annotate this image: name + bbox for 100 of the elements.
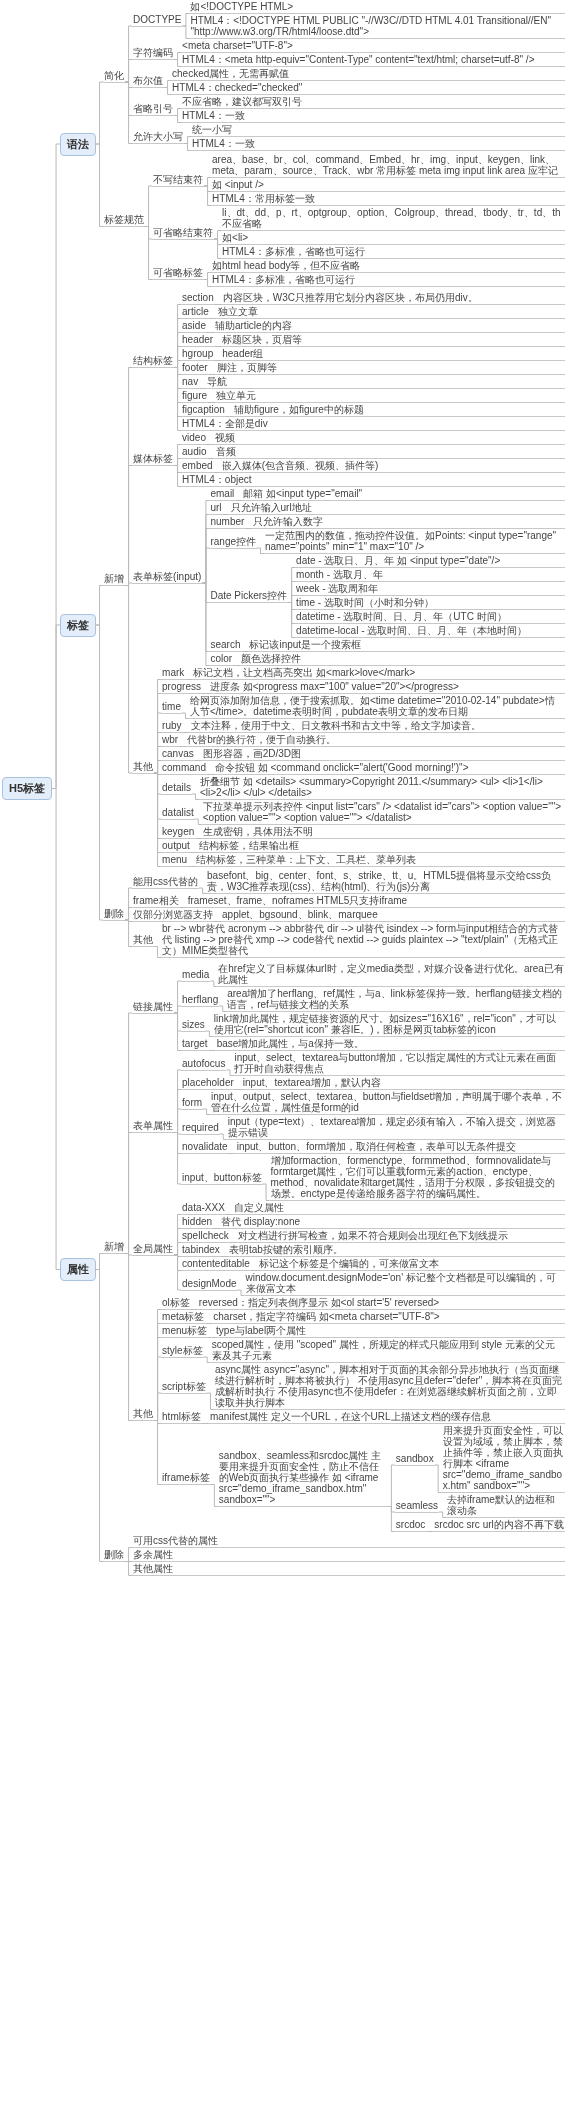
topic-label: nav [181,376,200,389]
connector-line [228,1153,237,1154]
note-text: input、select、textarea与button增加，它以指定属性的方式让元素在画面打开时自动获得焦点 [233,1052,565,1076]
topic-label: srcdoc [394,1519,427,1532]
topic-label: contenteditable [181,1258,251,1271]
note-text: 多余属性 [132,1549,565,1562]
topic-label: aside [181,320,207,333]
connector-line [182,732,190,733]
topic-label: canvas [161,748,195,761]
topic-label: novalidate [181,1141,229,1154]
connector-line [213,346,222,347]
topic-label: 标签规范 [103,214,146,227]
topic-label: hgroup [181,348,215,361]
note-text: 给网页添加附加信息，便于搜索抓取。如<time datetime="2010-02-14" pubdate>情人节</time>。datetime表明时间，pubdate表明文章的发布日期 [188,695,565,719]
connector-line [213,360,222,361]
topic-label: range控件 [209,535,257,549]
note-text: 用来提升页面安全性，可以设置为域域，禁止脚本，禁止插件等，禁止嵌入页面执行脚本 <iframe src="demo_iframe_sandbox.htm" sandbox=""> [441,1425,565,1493]
note-text: 辅助figure，如figure中的标题 [232,404,565,417]
connector-line [287,602,296,638]
connector-line [213,472,222,473]
connector-line [201,1423,210,1424]
topic-label: meta标签 [161,1311,206,1324]
connector-line [218,1005,227,1012]
note-text: 视频 [213,432,565,445]
note-text: 只允许输入url地址 [229,502,565,515]
connector-line [187,866,196,867]
topic-label: DOCTYPE [132,13,183,27]
topic-label: sandbox [394,1452,435,1466]
note-text: 如<li> [221,232,565,245]
connector-line [234,500,243,501]
note-text: 标记文档，让文档高亮突出 如<mark>love</mark> [192,667,565,680]
note-text: HTML4：<!DOCTYPE HTML PUBLIC "-//W3C//DTD HTML 4.01 Transitional//EN" "http://www.w3.org/TR/html4/loose.dtd"> [189,15,565,39]
note-text: async属性 async="async"，脚本相对于页面的其余部分异步地执行（当页面继续进行解析时，脚本将被执行） 不使用async且defer="defer"，脚本将在页面完成解析时执行 不使用async也不使用defer：在浏览器继续解析页面之前，立即读取并执行脚本 [213,1364,565,1410]
topic-label: email [209,488,236,501]
note-text: week - 选取周和年 [295,583,565,596]
topic-label: sandbox、seamless和srcdoc属性 主要用来提升页面安全性，防止不信任的Web页面执行某些操作 如 <iframe src="demo_iframe_sandbox.htm" sandbox=""> [217,1450,388,1507]
note-text: 进度条 如<progress max="100" value="20"></progress> [208,681,565,694]
note-text: area、base、br、col、command、Embed、hr、img、input、keygen、link、meta、param、source、Track、wbr 常用标签 meta img input link area 应牢记 [211,154,565,178]
note-text: HTML4：多标准，省略也可运行 [221,246,565,259]
topic-label: progress [161,681,202,694]
topic-label: herflang [181,993,220,1007]
note-text: 下拉菜单提示列表控件 <input list="cars" /> <datalist id="cars"> <option value=""> <option value=""> <option value=""> </datalist> [201,801,565,825]
connector-line [207,1337,216,1338]
note-text: 统一小写 [191,124,565,137]
connector-line [225,416,234,417]
note-text: 文本注释，使用于中文、日文教科书和古文中等，给文字加读音。 [189,720,565,733]
connector-line [204,1323,213,1324]
note-text: 独立单元 [215,390,565,403]
connector-line [191,793,200,800]
note-text: input、textarea增加，默认内容 [241,1077,565,1090]
note-text: <meta charset="UTF-8"> [181,40,565,53]
connector-line [205,1030,214,1037]
connector-line [202,1108,211,1115]
topic-label: designMode [181,1277,238,1291]
note-text: HTML4：一致 [181,110,565,123]
note-text: 结构标签，三种菜单：上下文、工具栏、菜单列表 [195,854,565,867]
note-text: 如<!DOCTYPE HTML> [189,1,565,14]
note-text: area增加了herflang、ref属性，与a、link标签保持一致。herflang链接文档的语言，ref与链接文档的关系 [226,988,565,1012]
topic-label: 其他 [132,934,155,947]
topic-label: 新增 [103,1241,126,1254]
topic-label: ruby [161,720,183,733]
note-text: basefont、big、center、font、s、strike、tt、u。HTML5提倡将显示交给css负责，W3C推荐表现(css)、结构(html)、行为(js)分离 [206,870,565,894]
connector-line [225,1069,234,1076]
topic-label: 删除 [103,1549,126,1562]
connector-line [210,1484,219,1507]
connector-line [181,25,190,39]
topic-label: wbr [161,734,180,747]
topic-label: html标签 [161,1411,202,1424]
note-text: 内容区块，W3C只推荐用它划分内容区块，布局仍用div。 [221,292,565,305]
connector-line [438,1511,447,1518]
topic-label: iframe标签 [161,1472,211,1485]
connector-line [173,1132,182,1185]
note-text: 在href定义了目标媒体url时，定义media类型，对媒介设备进行优化。area已有此属性 [217,963,565,987]
topic-label: mark [161,667,186,680]
topic-label: url [209,502,223,515]
topic-label: tabindex [181,1244,221,1257]
connector-line [207,402,216,403]
topic-label: details [161,781,192,795]
topic-label: section [181,292,215,305]
connector-line [213,238,222,259]
note-text: datetime - 选取时间、日、月、年（UTC 时间） [295,611,565,624]
topic-label: menu标签 [161,1325,209,1338]
topic-label: number [209,516,246,529]
note-text: li、dt、dd、p、rt、optgroup、option、Colgroup、thread、tbody、tr、td、th 不应省略 [221,207,565,231]
connector-line [179,907,188,908]
note-text: header组 [221,348,565,361]
topic-label: embed [181,460,214,473]
note-text: 辅助article的内容 [213,320,565,333]
connector-line [262,1183,271,1201]
connector-line [208,1050,217,1051]
note-text: 脚注，页脚等 [215,362,565,375]
note-text: charset，指定字符编码 如<meta charset="UTF-8"> [212,1311,565,1324]
connector-line [173,115,182,123]
connector-line [198,887,207,894]
connector-line [434,1464,443,1493]
note-text: time - 选取时间（小时和分钟） [295,597,565,610]
connector-line [173,1012,182,1051]
connector-line [124,1253,133,1421]
topic-label: 表单属性 [132,1120,175,1133]
connector-line [425,1531,434,1532]
